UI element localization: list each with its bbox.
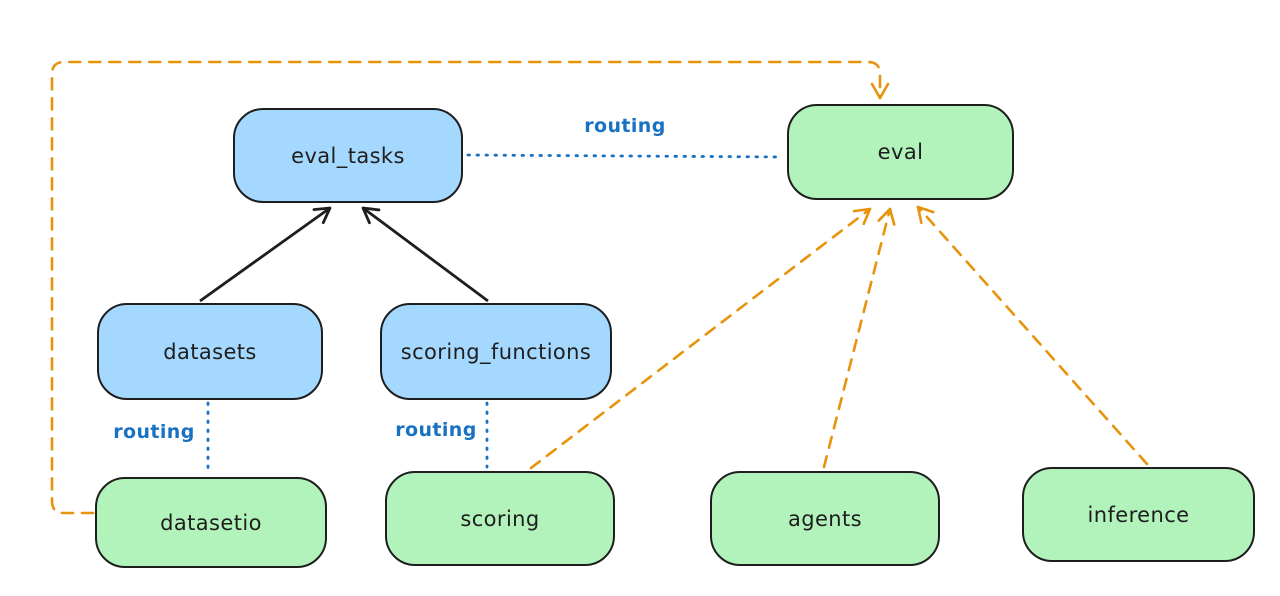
node-datasets-label: datasets (163, 339, 257, 364)
edge-scoring-functions-to-eval-tasks (361, 206, 489, 303)
node-agents: agents (710, 471, 940, 566)
node-inference: inference (1022, 467, 1255, 562)
routing-label-text: routing (395, 419, 477, 441)
edge-label-routing-eval-tasks-eval: routing (572, 115, 678, 137)
node-scoring-label: scoring (460, 506, 540, 531)
edge-scoring-to-eval (529, 207, 872, 470)
edge-label-routing-datasets-datasetio: routing (112, 421, 196, 443)
node-datasets: datasets (97, 303, 323, 400)
node-agents-label: agents (787, 506, 862, 531)
node-scoring-functions: scoring_functions (380, 303, 612, 400)
node-eval: eval (787, 104, 1014, 200)
node-scoring: scoring (385, 471, 615, 566)
node-inference-label: inference (1087, 502, 1190, 527)
node-eval-tasks: eval_tasks (233, 108, 463, 203)
edge-agents-to-eval (822, 207, 896, 469)
node-scoring-functions-label: scoring_functions (400, 339, 592, 364)
routing-label-text: routing (113, 421, 195, 443)
node-datasetio-label: datasetio (160, 510, 262, 535)
edge-routing-eval-tasks-eval (466, 153, 784, 159)
node-eval-label: eval (877, 140, 924, 164)
edge-datasets-to-eval-tasks (199, 206, 332, 303)
edge-label-routing-scoring-functions-scoring: routing (394, 419, 478, 441)
edge-inference-to-eval (916, 205, 1149, 466)
edge-datasetio-to-eval (50, 60, 890, 515)
node-eval-tasks-label: eval_tasks (291, 143, 405, 168)
routing-label-text: routing (584, 115, 666, 137)
node-datasetio: datasetio (95, 477, 327, 568)
